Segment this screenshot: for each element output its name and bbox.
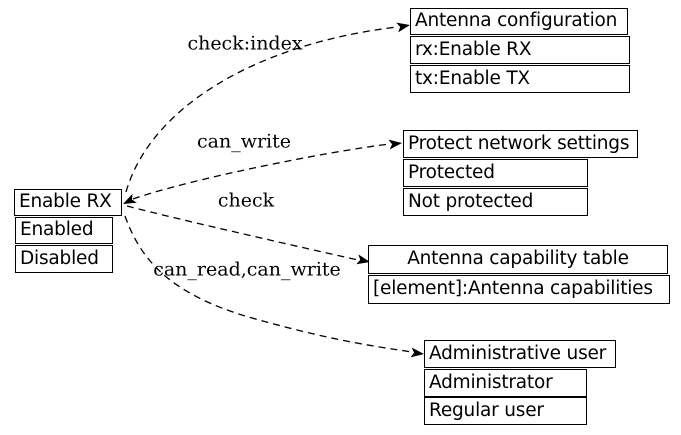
edge-can-read-can-write: [126, 205, 359, 261]
node-antenna-capability-table-row-element: [element]:Antenna capabilities: [368, 275, 670, 304]
node-antenna-configuration-row-tx: tx:Enable TX: [410, 65, 630, 93]
node-antenna-configuration-row-rx: rx:Enable RX: [410, 36, 630, 64]
edge-label-check-index: check:index: [187, 32, 303, 55]
node-enable-rx-row-disabled: Disabled: [15, 245, 113, 273]
node-antenna-configuration-header: Antenna configuration: [410, 8, 628, 35]
edge-label-can-write: can_write: [196, 130, 292, 153]
node-protect-network-settings-row-not-protected: Not protected: [403, 188, 588, 216]
edge-label-check: check: [217, 189, 275, 212]
node-enable-rx-header: Enable RX: [14, 189, 122, 216]
arrowhead-enable-rx: [123, 193, 137, 204]
node-administrative-user-row-administrator: Administrator: [424, 369, 587, 397]
node-enable-rx-row-enabled: Enabled: [15, 217, 113, 244]
node-administrative-user-row-regular-user: Regular user: [424, 397, 587, 425]
node-protect-network-settings-header: Protect network settings: [403, 130, 638, 158]
node-protect-network-settings-row-protected: Protected: [403, 159, 588, 187]
edge-label-can-read-can-write: can_read,can_write: [153, 258, 341, 281]
arrowhead-antenna-configuration: [396, 22, 410, 33]
arrowhead-administrative-user: [410, 347, 424, 358]
node-antenna-capability-table-header: Antenna capability table: [368, 245, 668, 274]
arrowhead-protect-network-settings: [388, 139, 402, 150]
node-administrative-user-header: Administrative user: [424, 340, 616, 368]
